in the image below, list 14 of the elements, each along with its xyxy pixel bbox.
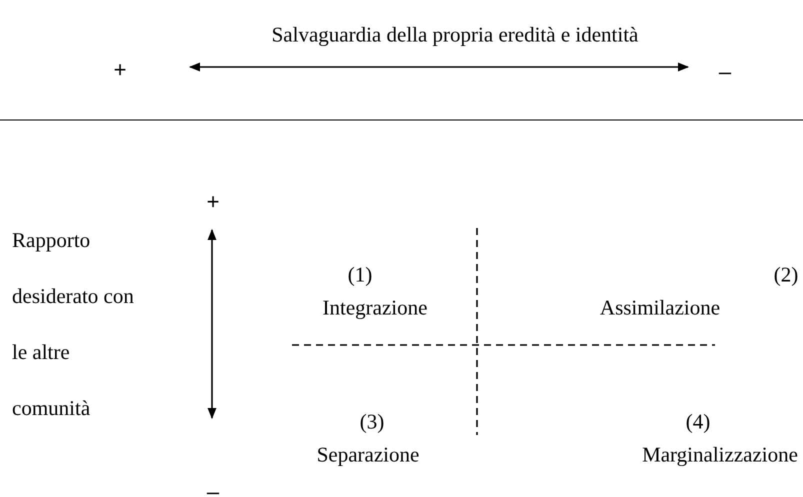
plus-sign: + — [206, 190, 220, 214]
quadrant-number: (2) — [774, 263, 798, 287]
heading-text: Salvaguardia della propria eredità e identità — [272, 23, 638, 47]
minus-sign: – — [206, 480, 220, 497]
quadrant-number: (4) — [686, 410, 710, 434]
axis-label: Rapporto desiderato con le altre comunità — [12, 227, 135, 422]
quadrant-label: Separazione — [316, 443, 420, 467]
quadrant-label: Assimilazione — [600, 296, 720, 320]
quadrant-number: (3) — [360, 410, 384, 434]
minus-sign: – — [718, 60, 732, 84]
quadrant-label: Marginalizzazione — [642, 443, 798, 467]
plus-sign: + — [114, 58, 126, 82]
quadrant-number: (1) — [348, 263, 372, 287]
quadrant-label: Integrazione — [322, 296, 428, 320]
